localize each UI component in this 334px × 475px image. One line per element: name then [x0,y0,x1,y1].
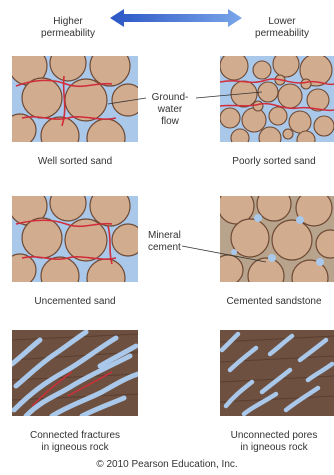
cemented-sandstone-caption: Cemented sandstone [214,296,334,308]
copyright-notice: © 2010 Pearson Education, Inc. [0,459,334,471]
unconnected-pores-caption: Unconnected pores in igneous rock [214,430,334,454]
connected-fractures-caption: Connected fractures in igneous rock [8,430,142,454]
mineral-cement-label: Mineral cement [148,230,204,254]
uncemented-sand-caption: Uncemented sand [8,296,142,308]
connected-fractures-panel [12,330,138,416]
unconnected-pores-panel [220,330,334,416]
